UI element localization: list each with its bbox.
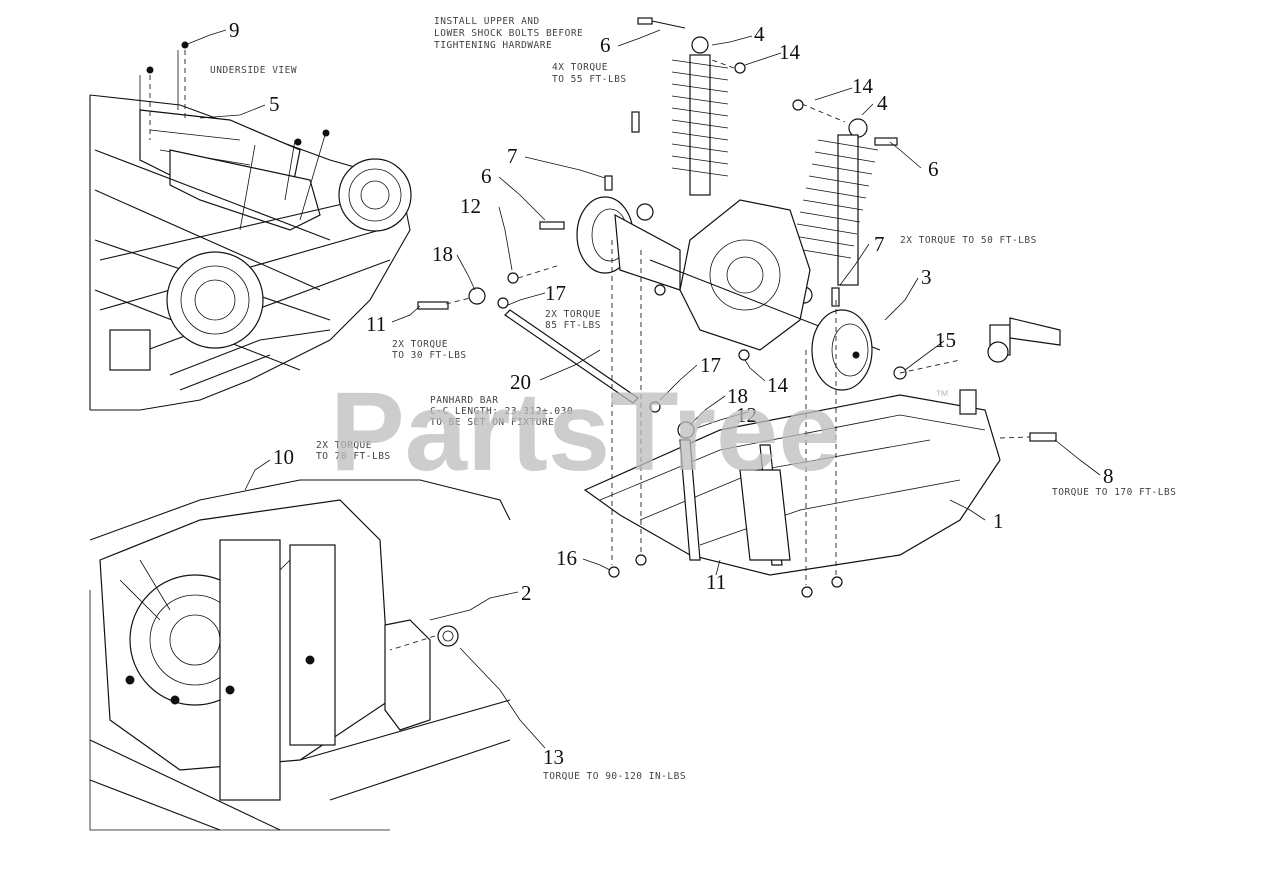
callout-11-bottom: 11 [706,570,726,594]
note-install-shock-line1: INSTALL UPPER AND [434,16,540,27]
rear-frame [583,317,1061,576]
note-torque-85-line2: 85 FT-LBS [545,320,601,331]
callout-9: 9 [229,18,240,42]
note-underside-view: UNDERSIDE VIEW [210,65,297,76]
note-panhard-line2: C-C LENGTH: 23.312±.030 [430,406,573,417]
callout-12-left: 12 [460,194,481,218]
callout-15: 15 [935,328,956,352]
underside-view-inset [89,41,412,411]
note-panhard-line1: PANHARD BAR [430,395,498,406]
callout-6-top: 6 [600,33,611,57]
watermark-logo: PartsTree [330,369,841,494]
callout-14-top: 14 [779,40,801,64]
callout-18-center: 18 [727,384,748,408]
callout-17-upper: 17 [545,281,566,305]
callout-1: 1 [993,509,1004,533]
note-install-shock-line2: LOWER SHOCK BOLTS BEFORE [434,28,583,39]
transaxle-inset [89,479,511,831]
right-brake-drum [811,309,873,391]
callout-10: 10 [273,445,294,469]
note-torque-85-line1: 2X TORQUE [545,309,601,320]
note-torque-55-line1: 4X TORQUE [552,62,608,73]
callout-7-left: 7 [507,144,518,168]
panhard-bar [468,287,695,439]
note-install-shock-line3: TIGHTENING HARDWARE [434,40,552,51]
partstree-watermark: PartsTree ™ [330,369,949,494]
note-torque-170: TORQUE TO 170 FT-LBS [1052,487,1176,498]
right-shock-absorber [790,118,879,304]
note-torque-70-line2: TO 70 FT-LBS [316,451,391,462]
callout-17-lower: 17 [700,353,721,377]
left-shock-absorber [636,36,729,221]
callout-18-left: 18 [432,242,453,266]
callout-6-right: 6 [928,157,939,181]
callout-20: 20 [510,370,531,394]
note-torque-55-line2: TO 55 FT-LBS [552,74,627,85]
callout-numbers: 1 2 3 4 4 5 6 6 6 7 7 8 9 10 11 11 12 12… [229,18,1114,769]
callout-14-right: 14 [852,74,874,98]
notes: INSTALL UPPER AND LOWER SHOCK BOLTS BEFO… [210,16,1176,782]
note-torque-30-line1: 2X TORQUE [392,339,448,350]
callout-4-upper-right: 4 [877,91,888,115]
callout-2: 2 [521,581,532,605]
callout-7-right: 7 [874,232,885,256]
note-panhard-line3: TO BE SET ON FIXTURE [430,417,554,428]
callout-8: 8 [1103,464,1114,488]
watermark-trademark: ™ [935,387,949,403]
note-torque-90-120: TORQUE TO 90-120 IN-LBS [543,771,686,782]
callout-4-upper-left: 4 [754,22,765,46]
callout-12-center: 12 [736,403,757,427]
callout-16: 16 [556,546,577,570]
left-hub [576,196,681,291]
note-torque-30-line2: TO 30 FT-LBS [392,350,467,361]
note-torque-70-line1: 2X TORQUE [316,440,372,451]
callout-6-left: 6 [481,164,492,188]
callout-14-center: 14 [767,373,789,397]
callout-13: 13 [543,745,564,769]
callout-3: 3 [921,265,932,289]
leader-lines [184,29,1101,749]
callout-11-left: 11 [366,312,386,336]
callout-5: 5 [269,92,280,116]
note-torque-50: 2X TORQUE TO 50 FT-LBS [900,235,1037,246]
hardware [149,17,1057,651]
